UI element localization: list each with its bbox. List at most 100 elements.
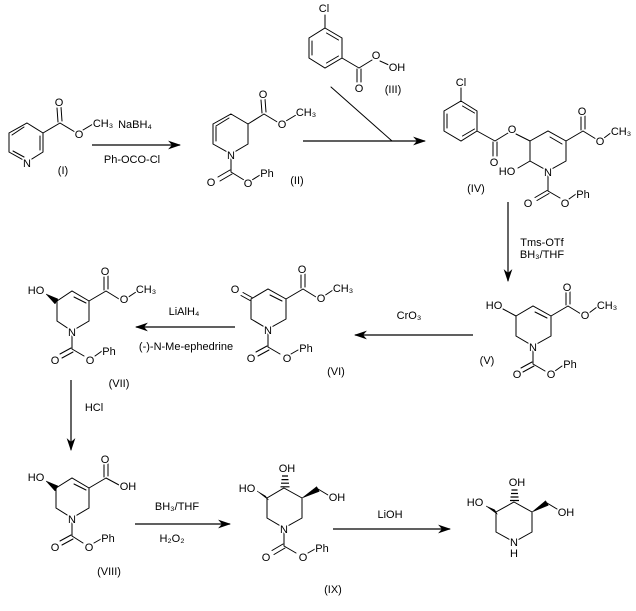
product-nh-h: H xyxy=(510,548,518,560)
label-compound-vii: (VII) xyxy=(109,378,130,390)
label-compound-viii: (VIII) xyxy=(97,566,121,578)
reagent-tms-otf: Tms-OTf xyxy=(520,237,564,249)
vi-och3: CH₃ xyxy=(333,283,353,295)
vi-ketone-o: O xyxy=(231,284,240,296)
product-ch2oh-oh: OH xyxy=(558,507,575,519)
label-compound-iv: (IV) xyxy=(467,183,485,195)
reagent-h2o2: H₂O₂ xyxy=(159,533,184,545)
vi-ester-carbonyl-o: O xyxy=(298,264,307,276)
viii-ph: Ph xyxy=(101,533,114,545)
iv-benzoate-o: O xyxy=(508,124,517,136)
reaction-arrows xyxy=(66,86,513,534)
label-compound-vi: (VI) xyxy=(327,366,345,378)
reagent-ph-oco-cl: Ph-OCO-Cl xyxy=(104,154,160,166)
ii-ph: Ph xyxy=(260,168,273,180)
ii-carbamate-carbonyl-o: O xyxy=(207,177,216,189)
iv-ester-o: O xyxy=(596,136,605,148)
structure-vi xyxy=(240,273,334,357)
structure-ii xyxy=(212,98,297,182)
viii-carbamate-carbonyl-o: O xyxy=(51,542,60,554)
v-carbamate-o: O xyxy=(547,369,556,381)
reagent-lialh4: LiAlH₄ xyxy=(169,306,200,318)
label-compound-iii: (III) xyxy=(385,84,402,96)
iv-ph: Ph xyxy=(576,189,589,201)
label-compound-i: (I) xyxy=(58,165,68,177)
iii-carbonyl-o: O xyxy=(355,83,364,95)
vii-ph: Ph xyxy=(102,346,115,358)
reagent-lioh: LiOH xyxy=(377,509,402,521)
i-ester-carbonyl-o: O xyxy=(55,97,64,109)
ix-ho: HO xyxy=(239,483,256,495)
vi-ring-n: N xyxy=(264,325,272,337)
i-och3: CH₃ xyxy=(93,118,113,130)
iii-oh: OH xyxy=(389,62,406,74)
label-compound-ix: (IX) xyxy=(324,584,342,596)
structure-vii xyxy=(45,275,137,359)
iv-ho: HO xyxy=(499,166,516,178)
vi-carbamate-carbonyl-o: O xyxy=(247,353,256,365)
ii-carbamate-o: O xyxy=(244,178,253,190)
ix-carbamate-o: O xyxy=(299,552,308,564)
vi-carbamate-o: O xyxy=(283,353,292,365)
vi-ph: Ph xyxy=(299,343,312,355)
iv-ring-n: N xyxy=(544,167,552,179)
structure-viii xyxy=(45,462,120,546)
vii-ho: HO xyxy=(28,285,45,297)
reagent-cro3: CrO₃ xyxy=(397,310,422,322)
structure-product xyxy=(485,489,558,543)
viii-carbamate-o: O xyxy=(85,542,94,554)
iv-och3: CH₃ xyxy=(611,126,631,138)
vii-carbamate-o: O xyxy=(86,355,95,367)
v-ring-n: N xyxy=(529,342,537,354)
iv-ester-carbonyl-o: O xyxy=(578,106,587,118)
ix-oh-hash-bond xyxy=(280,475,290,488)
v-ph: Ph xyxy=(563,359,576,371)
structure-iii xyxy=(308,14,392,83)
vii-ester-carbonyl-o: O xyxy=(101,266,110,278)
v-ester-o: O xyxy=(581,310,590,322)
reagent-nabh4: NaBH₄ xyxy=(118,119,152,131)
vii-ho-wedge-bond xyxy=(45,293,59,305)
vii-ring-n: N xyxy=(68,327,76,339)
structure-i xyxy=(8,106,94,163)
i-ring-n: N xyxy=(23,158,31,170)
product-ho: HO xyxy=(467,497,484,509)
label-compound-ii: (II) xyxy=(290,175,303,187)
ix-ho-wedge-bond xyxy=(256,490,269,501)
product-ring-n: N xyxy=(510,537,518,549)
iii-peroxo-o: O xyxy=(372,50,381,62)
product-top-oh: OH xyxy=(509,477,526,489)
v-carbamate-carbonyl-o: O xyxy=(513,369,522,381)
i-ester-o: O xyxy=(75,129,84,141)
label-compound-v: (V) xyxy=(480,355,495,367)
ii-ring-n: N xyxy=(227,150,235,162)
iv-carbamate-carbonyl-o: O xyxy=(524,198,533,210)
ii-och3: CH₃ xyxy=(296,107,316,119)
ix-ring-n: N xyxy=(280,524,288,536)
vi-ester-o: O xyxy=(317,293,326,305)
vii-ester-o: O xyxy=(120,294,129,306)
line-iii-addition xyxy=(330,86,393,142)
v-ho: HO xyxy=(486,300,503,312)
v-ester-carbonyl-o: O xyxy=(563,282,572,294)
product-oh-hash-bond xyxy=(510,489,519,502)
viii-acid-oh: OH xyxy=(120,481,137,493)
product-ch2-wedge-bond xyxy=(531,500,549,513)
viii-ring-n: N xyxy=(68,514,76,526)
ii-ester-carbonyl-o: O xyxy=(259,89,268,101)
iv-carbamate-o: O xyxy=(561,198,570,210)
structure-ix xyxy=(256,475,329,555)
ix-ch2-wedge-bond xyxy=(301,486,320,499)
ix-ph: Ph xyxy=(315,543,328,555)
structure-iv xyxy=(443,87,613,201)
ix-ch2oh-oh: OH xyxy=(329,492,346,504)
v-och3: CH₃ xyxy=(597,300,617,312)
viii-acid-carbonyl-o: O xyxy=(101,454,110,466)
viii-ho-wedge-bond xyxy=(45,480,59,492)
iv-cl: Cl xyxy=(456,77,466,89)
vii-och3: CH₃ xyxy=(136,284,156,296)
ix-carbamate-carbonyl-o: O xyxy=(262,552,271,564)
